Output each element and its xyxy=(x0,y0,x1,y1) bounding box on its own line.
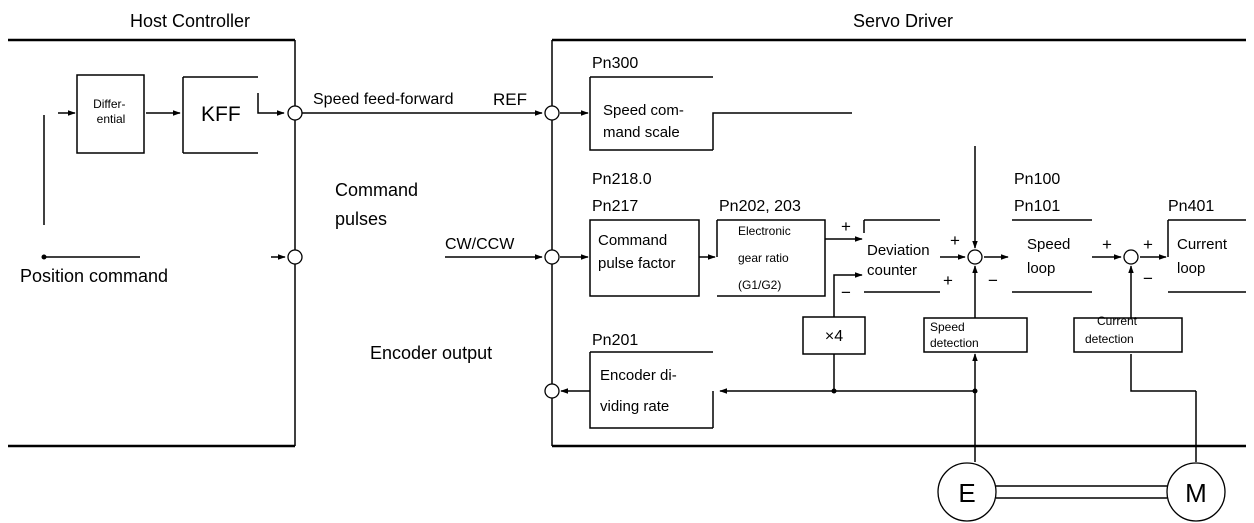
speed-sum-plus-left: + xyxy=(943,271,953,290)
deviation-plus: + xyxy=(841,217,851,236)
node-speed-ff xyxy=(287,105,303,121)
position-command-label: Position command xyxy=(20,266,168,286)
junction-dot-x4 xyxy=(831,388,837,394)
speed-loop-bracket xyxy=(1012,219,1092,293)
speed-cmd-output xyxy=(712,112,852,150)
deviation-minus: − xyxy=(841,283,851,302)
speed-detection-block xyxy=(923,317,1028,353)
current-summing-node xyxy=(1123,249,1139,265)
current-loop-label: Current loop xyxy=(1177,236,1231,277)
speed-ff-label: Speed feed-forward xyxy=(313,91,454,108)
host-controller-title: Host Controller xyxy=(130,11,250,31)
position-command-dot xyxy=(41,254,47,260)
egear-bracket xyxy=(716,219,826,297)
current-sum-minus: − xyxy=(1143,269,1153,288)
speed-detection-label: Speed detection xyxy=(930,320,979,350)
egear-label: Electronic gear ratio (G1/G2) xyxy=(738,224,794,292)
node-cwccw-in xyxy=(544,249,560,265)
pn100-label: Pn100 xyxy=(1014,171,1060,188)
cwccw-label: CW/CCW xyxy=(445,236,515,253)
current-sum-plus-right: + xyxy=(1143,235,1153,254)
enc-div-bracket xyxy=(589,351,714,429)
current-loop-bracket xyxy=(1167,219,1246,293)
cmd-pulse-label: Command pulse factor xyxy=(598,232,676,272)
deviation-bracket xyxy=(863,219,940,293)
servo-driver-title: Servo Driver xyxy=(853,11,953,31)
pn2180-label: Pn218.0 xyxy=(592,171,652,188)
kff-label: KFF xyxy=(201,103,241,126)
deviation-label: Deviation counter xyxy=(867,242,934,279)
pn101-label: Pn101 xyxy=(1014,198,1060,215)
command-pulses-label: Command pulses xyxy=(335,180,423,229)
x4-label: ×4 xyxy=(825,328,843,345)
pn217-label: Pn217 xyxy=(592,198,638,215)
speed-sum-minus: − xyxy=(988,271,998,290)
pn401-label: Pn401 xyxy=(1168,198,1214,215)
speed-summing-node xyxy=(967,249,983,265)
node-ref-in xyxy=(544,105,560,121)
encoder-icon xyxy=(937,462,997,522)
pn201-label: Pn201 xyxy=(592,332,638,349)
enc-div-label: Encoder di- viding rate xyxy=(600,367,681,415)
encoder-output-label: Encoder output xyxy=(370,343,492,363)
encoder-letter: E xyxy=(958,478,975,508)
differential-block xyxy=(76,74,145,154)
speed-cmd-bracket xyxy=(589,76,713,151)
speed-loop-label: Speed loop xyxy=(1027,236,1075,277)
speed-cmd-label: Speed com- mand scale xyxy=(603,102,688,141)
pn202-label: Pn202, 203 xyxy=(719,198,801,215)
motor-letter: M xyxy=(1185,478,1207,508)
ref-label: REF xyxy=(493,90,527,109)
node-command-pulses xyxy=(287,249,303,265)
differential-label: Differ- ential xyxy=(93,97,129,126)
motor-icon xyxy=(1166,462,1226,522)
deviation-feedback-in xyxy=(833,272,863,317)
speed-sum-plus-top: + xyxy=(950,231,960,250)
current-det-input xyxy=(1130,354,1196,392)
current-sum-plus-left: + xyxy=(1102,235,1112,254)
current-detection-block xyxy=(1073,317,1183,353)
kff-block xyxy=(182,76,258,154)
current-detection-label: Current detection xyxy=(1085,314,1140,346)
kff-output-line xyxy=(257,93,285,116)
pn300-label: Pn300 xyxy=(592,55,638,72)
node-encoder-out xyxy=(544,383,560,399)
cmd-pulse-block xyxy=(589,219,700,297)
